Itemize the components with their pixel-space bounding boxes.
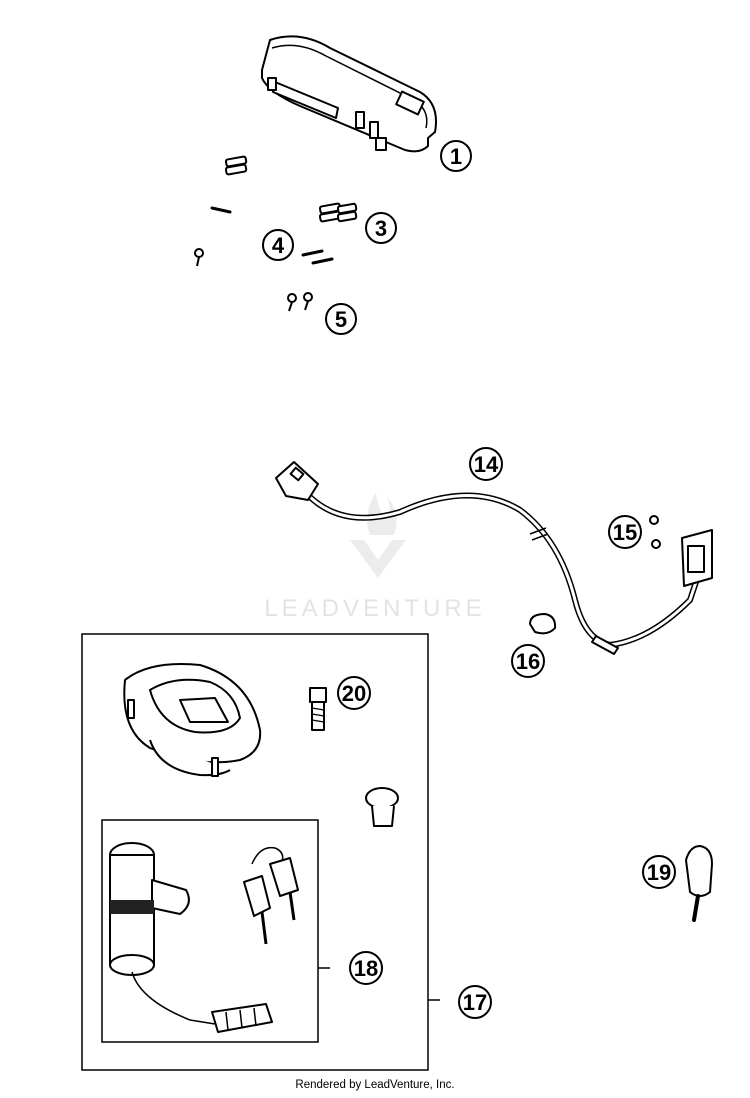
callout-18: 18 <box>349 951 383 985</box>
clip-part-16 <box>529 613 557 635</box>
callout-5: 5 <box>325 303 357 335</box>
callout-4: 4 <box>262 229 294 261</box>
footer-credit: Rendered by LeadVenture, Inc. <box>295 1079 454 1091</box>
svg-text:3: 3 <box>375 216 387 241</box>
filler-cap-ring <box>123 663 262 777</box>
watermark-text: LEADVENTURE <box>264 595 485 622</box>
callout-15: 15 <box>608 515 642 549</box>
leadventure-watermark: LEADVENTURE <box>264 492 485 622</box>
screws-part-5 <box>287 292 313 312</box>
svg-text:1: 1 <box>450 144 462 169</box>
ignition-lock-kit-box <box>81 633 440 1071</box>
svg-text:4: 4 <box>272 233 285 258</box>
callout-1: 1 <box>440 140 472 172</box>
callout-14: 14 <box>469 447 503 481</box>
mounting-bracket-part-15 <box>649 515 713 587</box>
svg-text:20: 20 <box>342 681 366 706</box>
callout-17: 17 <box>458 985 492 1019</box>
keys <box>243 846 299 945</box>
svg-text:19: 19 <box>647 860 671 885</box>
grommets-part-3 <box>224 155 358 223</box>
svg-text:5: 5 <box>335 307 347 332</box>
pins-part-4 <box>194 206 334 267</box>
plug-part <box>365 787 399 827</box>
bolt-part-20 <box>309 687 327 731</box>
instrument-cluster <box>261 35 437 153</box>
ignition-switch-box <box>101 819 330 1043</box>
svg-text:14: 14 <box>474 452 499 477</box>
callout-16: 16 <box>511 644 545 678</box>
callout-19: 19 <box>642 855 676 889</box>
transponder-key <box>685 845 713 922</box>
wiring-harness <box>275 461 703 655</box>
ignition-cylinder <box>109 842 273 1033</box>
callout-20: 20 <box>337 676 371 710</box>
callout-3: 3 <box>365 212 397 244</box>
svg-text:16: 16 <box>516 649 540 674</box>
svg-text:17: 17 <box>463 990 487 1015</box>
svg-text:18: 18 <box>354 956 378 981</box>
svg-text:15: 15 <box>613 520 637 545</box>
